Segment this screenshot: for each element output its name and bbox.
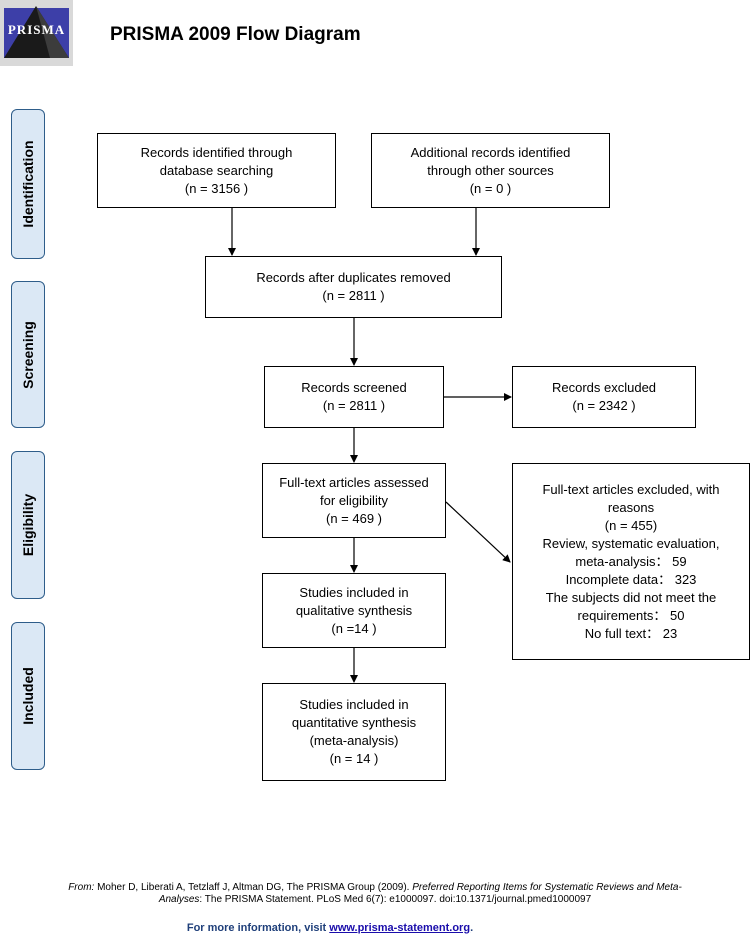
box-ftexcl-reason-subjects-b: requirements： 50 [577,607,685,623]
logo-text: PRISMA [7,22,66,37]
box-ftexcl-line-2: reasons [607,499,655,515]
box-quant-line-2: quantitative synthesis [291,715,417,730]
phase-identification: Identification [11,109,45,259]
box-fulltext-assessed: Full-text articles assessed for eligibil… [262,463,446,538]
box-other-count: (n = 0 ) [469,180,512,196]
box-quant-count: (n = 14 ) [329,751,379,766]
prisma-logo: PRISMA [0,0,73,66]
box-excluded-line-1: Records excluded [551,380,657,395]
box-records-excluded: Records excluded (n = 2342 ) [512,366,696,428]
box-database-line-1: Records identified through [140,144,293,160]
box-qualitative-synthesis: Studies included in qualitative synthesi… [262,573,446,648]
arrow-fulltext-to-excluded [445,501,511,563]
box-qual-line-1: Studies included in [299,584,409,600]
box-ftexcl-reason-review-a: Review, systematic evaluation, [542,535,720,551]
box-qual-count: (n =14 ) [331,620,377,636]
phase-included: Included [11,622,45,770]
citation-footer: From: Moher D, Liberati A, Tetzlaff J, A… [0,882,750,906]
box-fulltext-excluded: Full-text articles excluded, with reason… [512,463,750,660]
box-other-sources: Additional records identified through ot… [371,133,610,208]
citation-line-1: From: Moher D, Liberati A, Tetzlaff J, A… [0,882,750,894]
box-quant-line-3: (meta-analysis) [309,733,399,748]
citation-journal: : The PRISMA Statement. PLoS Med 6(7): e… [199,894,592,905]
page-title: PRISMA 2009 Flow Diagram [110,24,361,45]
box-quantitative-synthesis: Studies included in quantitative synthes… [262,683,446,781]
box-records-screened: Records screened (n = 2811 ) [264,366,444,428]
more-info: For more information, visit www.prisma-s… [0,922,660,934]
box-database-count: (n = 3156 ) [184,180,249,196]
box-excluded-count: (n = 2342 ) [572,398,636,413]
box-other-line-2: through other sources [427,162,554,178]
citation-title-a: Preferred Reporting Items for Systematic… [412,882,682,893]
box-fulltext-count: (n = 469 ) [325,510,382,526]
box-fulltext-line-2: for eligibility [320,492,388,508]
phase-screening: Screening [11,281,45,428]
box-database-records: Records identified through database sear… [97,133,336,208]
prisma-logo-graphic [0,0,73,66]
box-database-line-2: database searching [159,162,274,178]
prisma-website-link[interactable]: www.prisma-statement.org [329,922,471,934]
more-info-label: For more information, visit [186,922,330,934]
box-screened-count: (n = 2811 ) [322,398,386,413]
citation-from-label: From: [68,882,95,893]
phase-eligibility: Eligibility [11,451,45,599]
box-quant-line-1: Studies included in [299,697,409,712]
box-ftexcl-reason-review-b: meta-analysis： 59 [575,553,687,569]
more-info-end: . [470,922,474,934]
box-ftexcl-reason-subjects-a: The subjects did not meet the [545,589,717,605]
box-ftexcl-count: (n = 455) [604,517,658,533]
box-ftexcl-reason-incomplete: Incomplete data： 323 [565,571,697,587]
citation-line-2: Analyses: The PRISMA Statement. PLoS Med… [0,894,750,906]
box-after-duplicates: Records after duplicates removed (n = 28… [205,256,502,318]
box-screened-line-1: Records screened [301,380,407,395]
box-fulltext-line-1: Full-text articles assessed [279,474,429,490]
box-qual-line-2: qualitative synthesis [295,602,413,618]
box-other-line-1: Additional records identified [410,144,571,160]
box-ftexcl-reason-nofulltext: No full text： 23 [584,625,678,641]
citation-title-b: Analyses [158,894,200,905]
box-duplicates-line-1: Records after duplicates removed [256,270,451,285]
box-duplicates-count: (n = 2811 ) [322,288,385,303]
box-ftexcl-line-1: Full-text articles excluded, with [542,481,720,497]
citation-authors: Moher D, Liberati A, Tetzlaff J, Altman … [94,882,413,893]
